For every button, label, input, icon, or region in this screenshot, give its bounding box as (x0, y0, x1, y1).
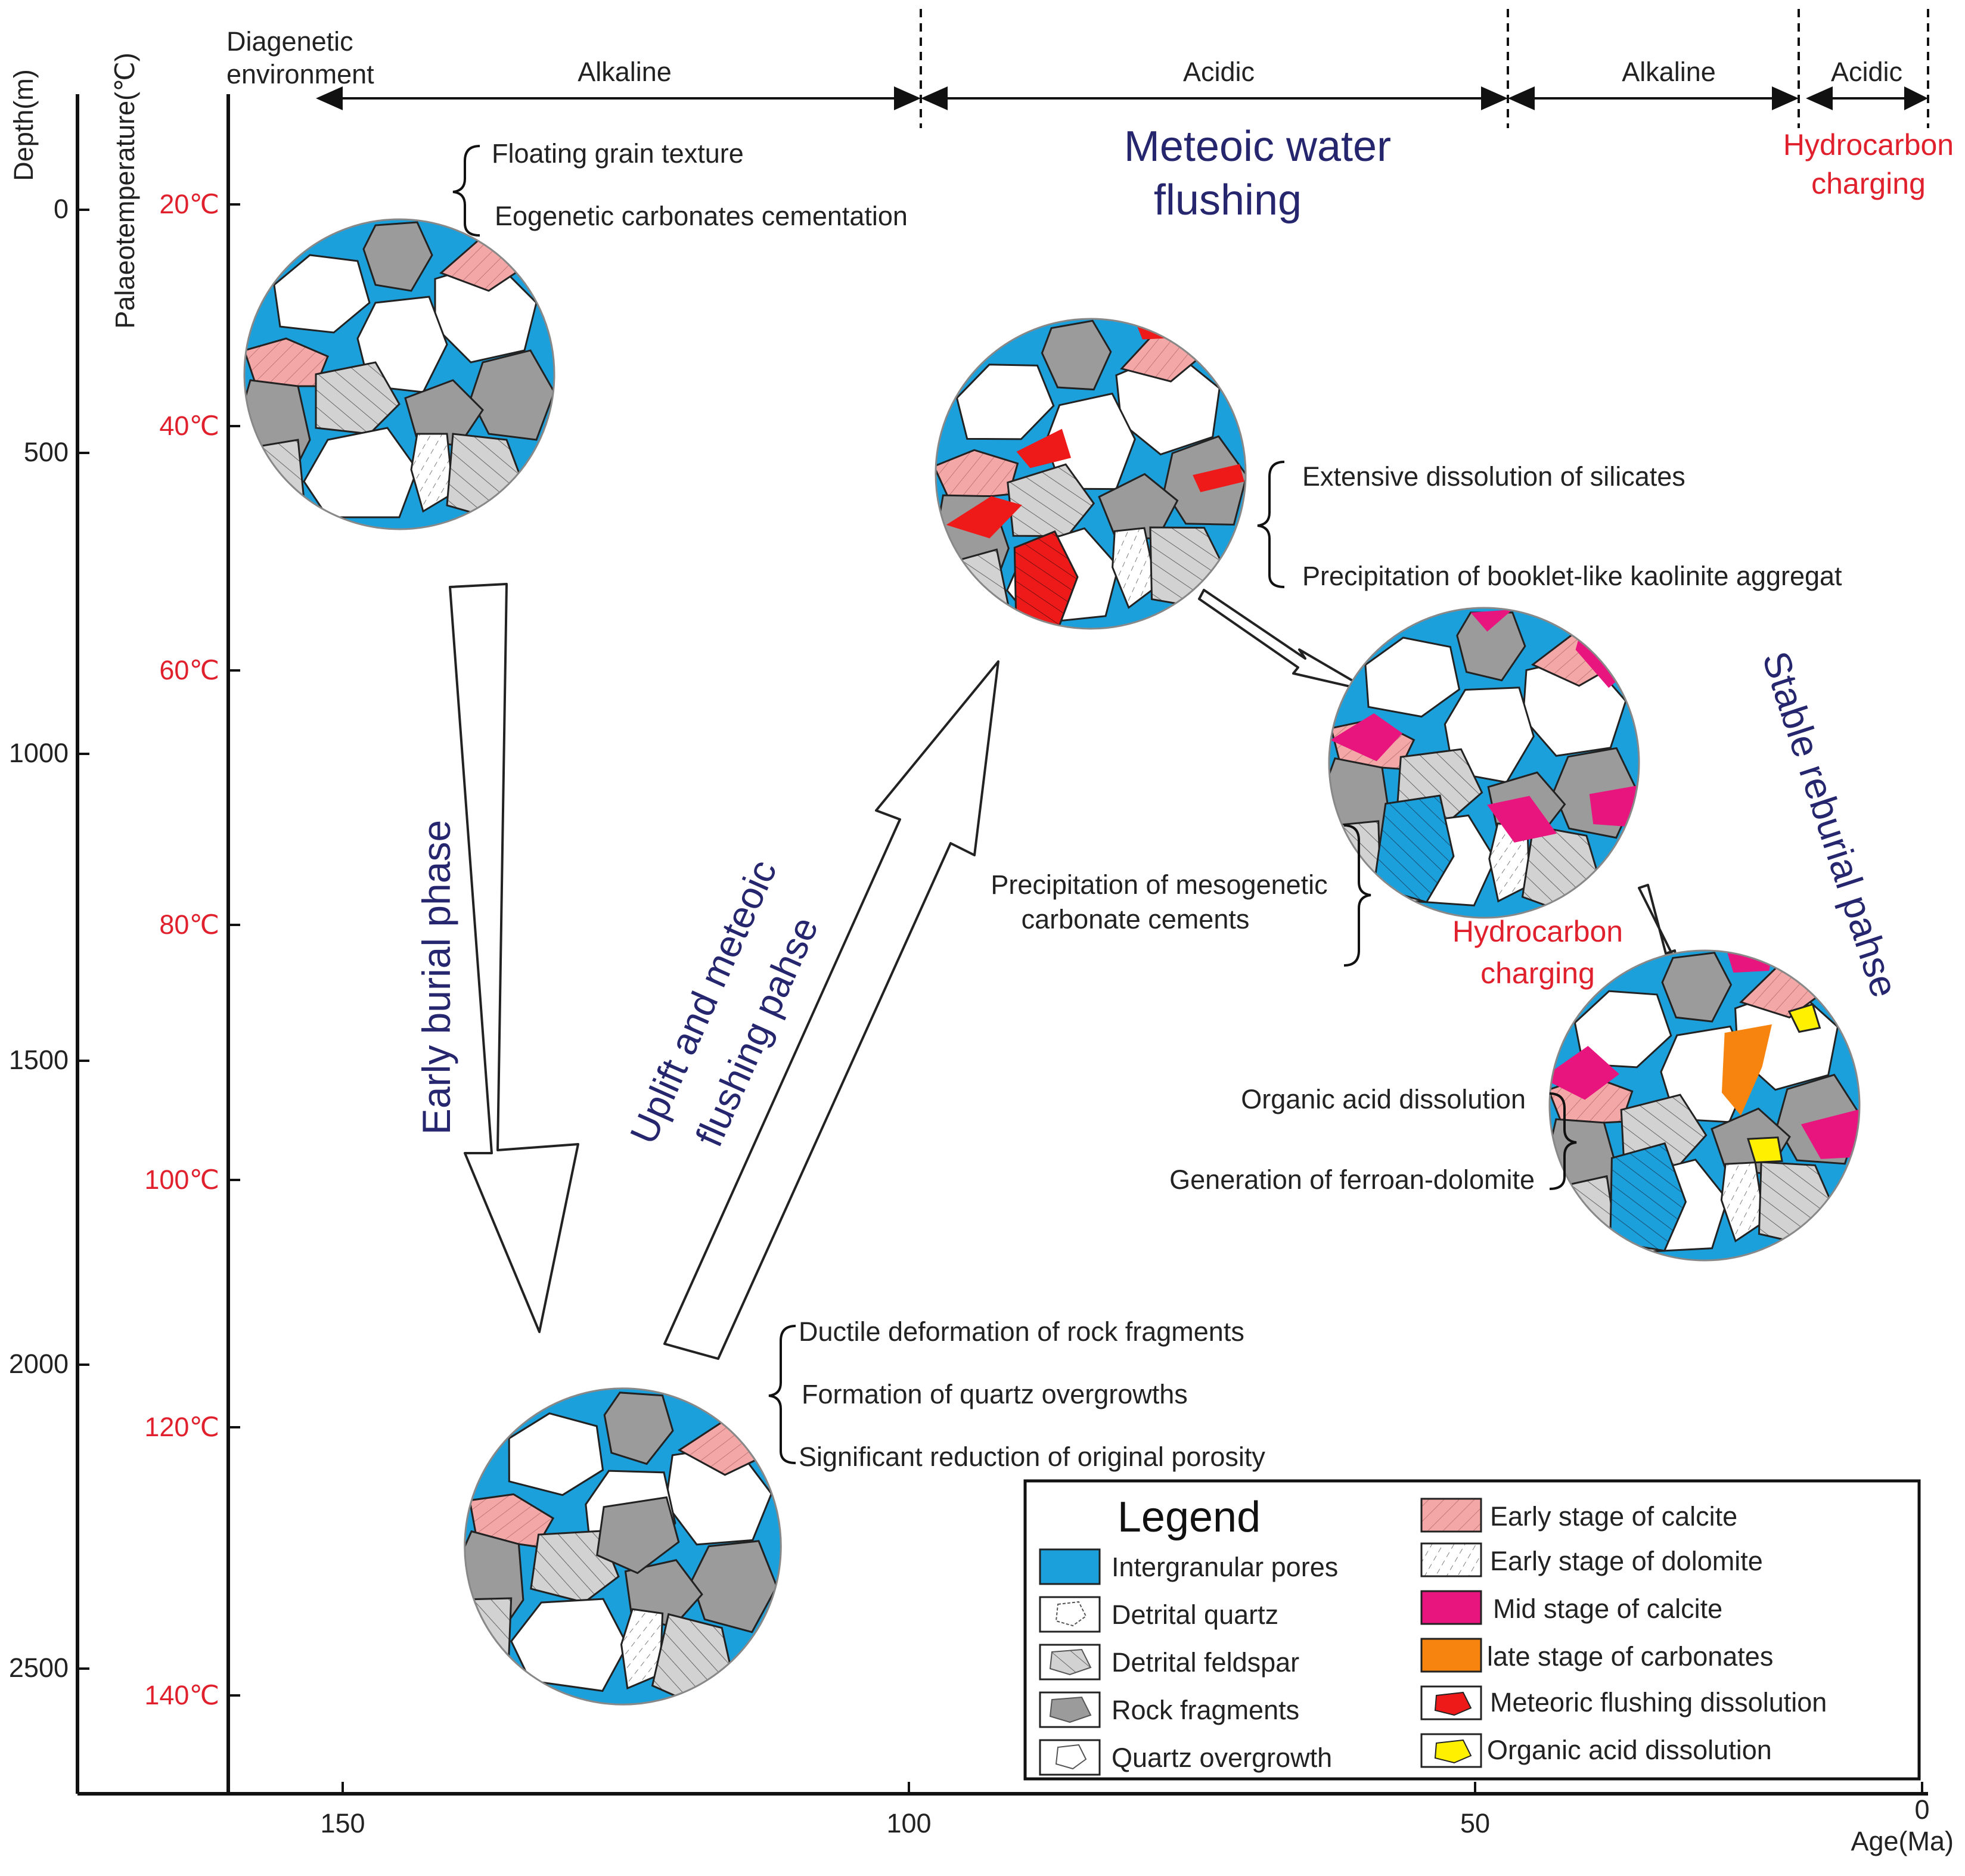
note-ductile-deformation: Ductile deformation of rock fragments (799, 1316, 1244, 1347)
legend-swatch-pores (1039, 1548, 1101, 1585)
note-kaolinite: Precipitation of booklet-like kaolinite … (1302, 561, 1842, 591)
temp-tick-40: 40℃ (159, 411, 219, 441)
thin-section-early (243, 218, 555, 530)
note-quartz-overgrowth: Formation of quartz overgrowths (802, 1379, 1188, 1409)
age-tick-0: 0 (1914, 1794, 1929, 1825)
temp-tick-140: 140℃ (144, 1680, 219, 1710)
age-ticks: 150 100 50 0 (320, 1782, 1930, 1838)
legend-swatch-late-carbonates (1420, 1638, 1482, 1673)
note-mesogenetic-line2: carbonate cements (1022, 904, 1250, 934)
environment-segment-alkaline-2: Alkaline (1622, 57, 1716, 87)
temperature-ticks: 20℃ 40℃ 60℃ 80℃ 100℃ 120℃ 140℃ (144, 189, 240, 1710)
depth-tick-2000: 2000 (9, 1349, 69, 1379)
legend-label-quartz: Detrital quartz (1112, 1599, 1278, 1630)
note-porosity-reduction: Significant reduction of original porosi… (799, 1442, 1265, 1472)
note-organic-acid: Organic acid dissolution (1241, 1084, 1526, 1114)
thin-section-hydrocarbon (1318, 597, 1650, 928)
depth-tick-0: 0 (54, 194, 69, 224)
legend-label-feldspar: Detrital feldspar (1112, 1647, 1299, 1678)
age-tick-150: 150 (320, 1808, 365, 1838)
environment-label-line2: environment (226, 59, 374, 89)
temp-tick-60: 60℃ (159, 655, 219, 685)
braces (452, 145, 1577, 1464)
meteoric-heading-line1: Meteoic water (1124, 123, 1391, 170)
legend-swatch-early-dolomite (1420, 1542, 1482, 1577)
early-burial-arrow (449, 583, 579, 1333)
temp-tick-100: 100℃ (144, 1164, 219, 1195)
depth-tick-2500: 2500 (9, 1653, 69, 1683)
hc-mid-line1: Hydrocarbon (1452, 915, 1623, 948)
legend-label-early-calcite: Early stage of calcite (1490, 1501, 1737, 1532)
hc-mid-line2: charging (1480, 956, 1595, 990)
thin-section-deep-burial (444, 1368, 802, 1725)
depth-ticks: 0 500 1000 1500 2000 2500 (9, 194, 89, 1683)
temperature-axis-title: Palaeotemperature(℃) (110, 52, 140, 328)
depth-tick-1500: 1500 (9, 1045, 69, 1075)
environment-label-line1: Diagenetic (226, 26, 353, 57)
legend-swatch-early-calcite (1420, 1498, 1482, 1533)
environment-segment-alkaline-1: Alkaline (578, 57, 672, 87)
legend: Legend Intergranular pores Detrital quar… (1023, 1479, 1921, 1781)
legend-label-overgrowth: Quartz overgrowth (1112, 1743, 1332, 1773)
early-burial-phase-label: Early burial phase (414, 820, 458, 1135)
age-tick-50: 50 (1460, 1808, 1490, 1838)
depth-tick-500: 500 (24, 437, 69, 467)
legend-swatch-mid-calcite (1420, 1590, 1482, 1625)
environment-arrows (316, 9, 1929, 128)
depth-axis-title: Depth(m) (8, 69, 39, 181)
legend-label-mid-calcite: Mid stage of calcite (1493, 1594, 1722, 1624)
legend-label-pores: Intergranular pores (1112, 1552, 1338, 1582)
note-mesogenetic-line1: Precipitation of mesogenetic (991, 869, 1327, 900)
legend-label-early-dolomite: Early stage of dolomite (1490, 1546, 1763, 1576)
temp-tick-80: 80℃ (159, 909, 219, 940)
reburial-phase-label: Stable reburial pahse (1754, 646, 1906, 1002)
note-ferroan-dolomite: Generation of ferroan-dolomite (1169, 1164, 1535, 1195)
note-floating-grain: Floating grain texture (492, 138, 744, 169)
hc-top-line1: Hydrocarbon (1783, 128, 1954, 161)
reburial-arrow-1 (1198, 589, 1372, 692)
legend-label-organic: Organic acid dissolution (1487, 1735, 1772, 1765)
legend-label-meteoric: Meteoric flushing dissolution (1490, 1687, 1827, 1717)
legend-label-late-carbonates: late stage of carbonates (1487, 1641, 1773, 1672)
note-dissolution-silicates: Extensive dissolution of silicates (1302, 461, 1685, 492)
uplift-arrow (663, 660, 999, 1360)
age-tick-100: 100 (886, 1808, 931, 1838)
environment-segment-acidic-1: Acidic (1183, 57, 1255, 87)
meteoric-heading-line2: flushing (1154, 176, 1302, 224)
note-eogenetic-cement: Eogenetic carbonates cementation (495, 201, 908, 231)
legend-title: Legend (1117, 1493, 1261, 1541)
depth-tick-1000: 1000 (9, 738, 69, 768)
temp-tick-120: 120℃ (144, 1412, 219, 1442)
hc-top-line2: charging (1811, 167, 1926, 200)
environment-segment-acidic-2: Acidic (1831, 57, 1902, 87)
legend-label-rock: Rock fragments (1112, 1695, 1299, 1725)
thin-section-organic-acid (1541, 942, 1868, 1269)
age-axis-title: Age(Ma) (1851, 1826, 1954, 1856)
temp-tick-20: 20℃ (159, 189, 219, 219)
